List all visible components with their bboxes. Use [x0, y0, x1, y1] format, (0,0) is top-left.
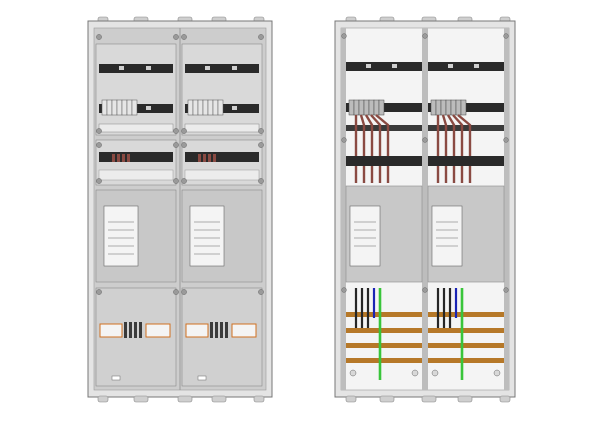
terminal-block [348, 99, 385, 116]
interior-column-right [427, 62, 505, 380]
din-rail [185, 64, 259, 73]
interior-view [334, 16, 516, 403]
meter-rail-panel [95, 43, 177, 136]
cables [436, 288, 464, 380]
panel-screws [96, 34, 264, 295]
mounting-rail [428, 62, 504, 71]
meter-rail-panel [181, 43, 263, 136]
din-rail [99, 64, 173, 73]
interior-column-left [345, 62, 423, 380]
meter-window [431, 205, 463, 267]
terminal-block [430, 99, 467, 116]
mounting-rail [346, 62, 422, 71]
rail-screws [341, 33, 509, 293]
front-column-right [181, 43, 263, 387]
meter-window [189, 205, 225, 267]
terminal-block [187, 99, 224, 116]
meter-window [103, 205, 139, 267]
bottom-knobs [345, 395, 511, 403]
busbars [346, 312, 422, 363]
front-view [87, 16, 273, 403]
bottom-knobs [97, 395, 265, 403]
busbars [428, 312, 504, 363]
terminal-block [101, 99, 138, 116]
meter-window [349, 205, 381, 267]
front-column-left [95, 43, 177, 387]
cables [354, 288, 382, 380]
